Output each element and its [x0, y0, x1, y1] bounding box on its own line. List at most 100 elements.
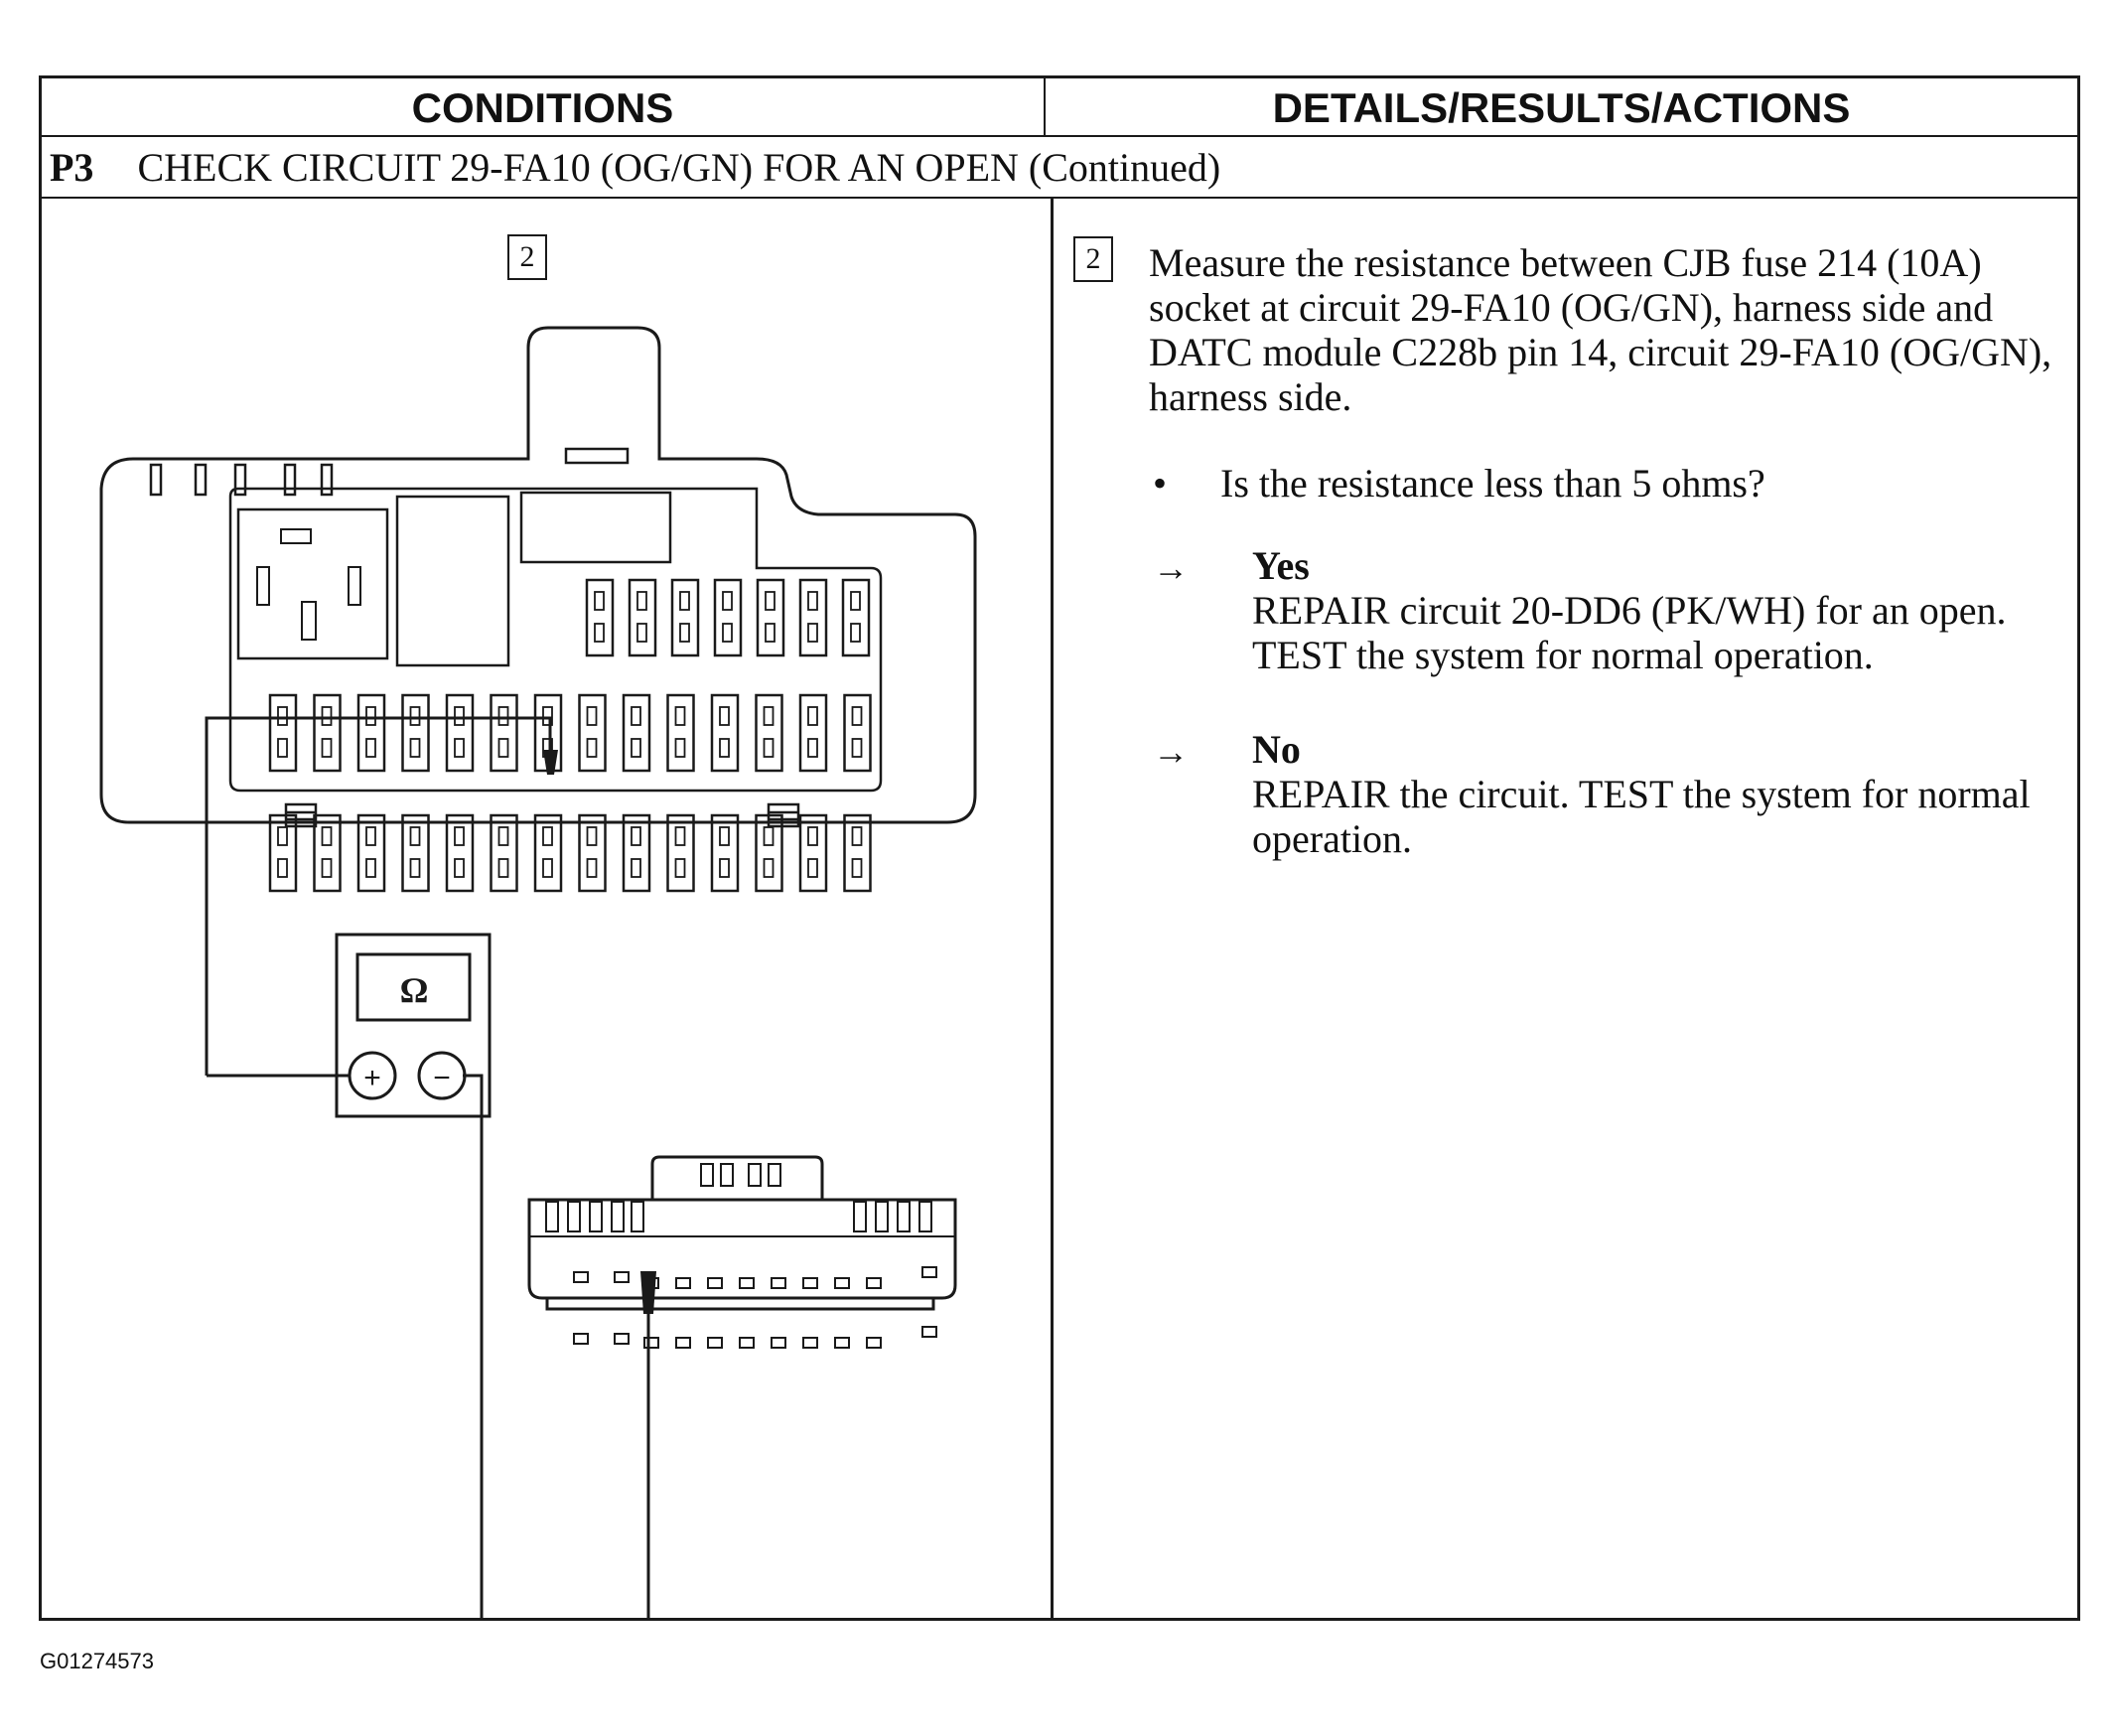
connector-pin — [643, 1337, 659, 1349]
connector-pin — [802, 1337, 818, 1349]
yes-option: Yes REPAIR circuit 20-DD6 (PK/WH) for an… — [1252, 543, 2066, 677]
fuse-cavity — [356, 693, 386, 773]
fuse-slot — [631, 826, 641, 846]
fuse-cavity — [356, 813, 386, 893]
connector-tooth — [567, 1201, 581, 1232]
fuse-cavity — [666, 693, 695, 773]
yes-action: REPAIR circuit 20-DD6 (PK/WH) for an ope… — [1252, 588, 2007, 677]
fuse-slot — [851, 858, 863, 878]
fuse-slot — [586, 826, 598, 846]
fuse-cavity — [628, 578, 657, 657]
latch-slot — [564, 447, 630, 465]
relay-block — [236, 507, 389, 660]
fuse-slot — [851, 738, 863, 758]
connector-tooth — [545, 1201, 559, 1232]
fuse-slot — [719, 706, 730, 726]
wiring-diagram: Ω + − — [99, 326, 977, 1619]
connector-tooth — [720, 1163, 734, 1187]
fuse-slot — [631, 706, 641, 726]
no-arrow-icon: → — [1153, 732, 1189, 772]
fuse-slot — [763, 738, 775, 758]
connector-pin — [614, 1333, 630, 1345]
fuse-slot — [851, 826, 863, 846]
fuse-slot — [454, 706, 465, 726]
fuse-slot — [594, 623, 605, 643]
connector-pin — [802, 1277, 818, 1289]
fuse-cavity — [490, 813, 518, 893]
question-row: • Is the resistance less than 5 ohms? — [1153, 460, 1765, 506]
connector-pin — [675, 1337, 691, 1349]
fuse-slot — [497, 706, 509, 726]
fuse-cavity — [533, 813, 563, 893]
fuse-cavity — [585, 578, 615, 657]
question-text: Is the resistance less than 5 ohms? — [1220, 461, 1765, 506]
fuse-slot — [765, 623, 775, 643]
fuse-slot — [719, 738, 730, 758]
connector-tooth — [897, 1201, 911, 1232]
fuse-slot — [674, 858, 686, 878]
fuse-slot — [807, 738, 818, 758]
connector-tooth — [631, 1201, 644, 1232]
connector-tooth — [853, 1201, 867, 1232]
fuse-cavity — [713, 578, 743, 657]
connector-teeth — [545, 1163, 932, 1232]
fuse-slot — [722, 591, 733, 611]
connector-pin — [834, 1337, 850, 1349]
connector-pin — [614, 1271, 630, 1283]
fuse-slot — [365, 738, 376, 758]
connector-pin — [921, 1326, 937, 1338]
fuse-slot — [586, 738, 598, 758]
fuse-slot — [763, 706, 775, 726]
fuse-cavity — [578, 813, 607, 893]
connector-pin — [739, 1337, 755, 1349]
fuse-slot — [321, 858, 333, 878]
connector-pin — [739, 1277, 755, 1289]
fuse-slot — [542, 826, 553, 846]
fuse-cavity — [445, 813, 475, 893]
fuse-cavity — [622, 693, 651, 773]
fuse-cavity — [445, 693, 475, 773]
connector-pin — [866, 1337, 882, 1349]
fuse-slot — [409, 738, 421, 758]
fuse-cavity — [670, 578, 700, 657]
connector-pin — [707, 1277, 723, 1289]
connector-pin — [675, 1277, 691, 1289]
fuse-cavities — [268, 578, 872, 893]
connector-tooth — [918, 1201, 932, 1232]
multimeter — [335, 933, 492, 1118]
fuse-cavity — [268, 813, 298, 893]
fuse-cavity — [622, 813, 651, 893]
fuse-slot — [409, 826, 421, 846]
fuse-slot — [674, 706, 686, 726]
negative-probe-wire — [463, 1074, 650, 1619]
fuse-cavity — [578, 693, 607, 773]
details-header: DETAILS/RESULTS/ACTIONS — [1272, 83, 1851, 131]
fuse-slot — [321, 738, 333, 758]
fuse-panel — [228, 487, 883, 793]
fuse-probe-tip — [543, 750, 558, 775]
yes-label: Yes — [1252, 543, 1310, 588]
connector-pin — [771, 1337, 786, 1349]
fuse-slot — [409, 858, 421, 878]
details-step-number: 2 — [1073, 236, 1113, 282]
connector-pin — [834, 1277, 850, 1289]
fuse-slot — [321, 706, 333, 726]
fuse-cavity — [401, 813, 430, 893]
meter-symbol: Ω — [400, 970, 429, 1010]
connector-tooth — [611, 1201, 625, 1232]
fuse-cavity — [756, 578, 785, 657]
maxi-fuse-block — [395, 495, 510, 667]
fuse-cavity — [843, 693, 872, 773]
datc-connector — [527, 1198, 957, 1300]
table-header: CONDITIONS DETAILS/RESULTS/ACTIONS — [42, 78, 2077, 137]
fuse-cavity — [268, 693, 298, 773]
top-tabs — [149, 463, 334, 497]
conditions-diagram: 2 — [42, 199, 1051, 1619]
fuse-cavity — [313, 813, 342, 893]
fuse-cavity — [798, 693, 828, 773]
plus-symbol: + — [363, 1062, 381, 1094]
fuse-slot — [763, 858, 775, 878]
bullet-marker: • — [1153, 461, 1168, 506]
fuse-cavity — [798, 578, 828, 657]
column-divider — [1051, 199, 1054, 1619]
